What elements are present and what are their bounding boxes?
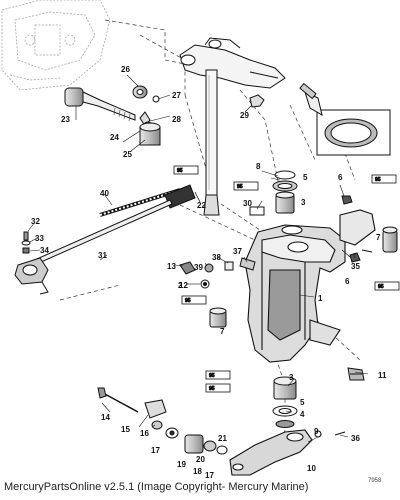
- swivel-bracket: [244, 209, 376, 363]
- callout-25: 25: [123, 150, 132, 159]
- lower-bolt-stack: [97, 387, 228, 455]
- grease-tube: 95: [173, 165, 199, 175]
- lower-yoke: [229, 429, 346, 476]
- callout-14: 14: [101, 413, 110, 422]
- grease-fitting: [341, 195, 353, 205]
- callout-9: 9: [314, 427, 319, 436]
- callout-5: 5: [300, 398, 305, 407]
- callout-29: 29: [240, 111, 249, 120]
- callout-16: 16: [140, 429, 149, 438]
- callout-21: 21: [218, 434, 227, 443]
- grease-tube-label: 95: [378, 284, 384, 290]
- callout-13: 13: [167, 262, 176, 271]
- callout-1: 1: [318, 294, 323, 303]
- callout-6: 6: [338, 173, 343, 182]
- bushing-right: [382, 226, 398, 253]
- grease-tube: 95: [205, 383, 231, 393]
- callout-24: 24: [110, 133, 119, 142]
- steering-link-rod: [14, 199, 173, 295]
- callout-22: 22: [197, 201, 206, 210]
- callout-40: 40: [100, 189, 109, 198]
- callout-34: 34: [40, 246, 49, 255]
- spring: [99, 184, 201, 217]
- callout-5: 5: [303, 173, 308, 182]
- callout-38: 38: [212, 253, 221, 262]
- grease-tube-label: 95: [375, 177, 381, 183]
- bolt-right: [347, 367, 365, 381]
- callout-31: 31: [98, 251, 107, 260]
- callout-7: 7: [220, 327, 225, 336]
- grease-tube-label: 95: [237, 184, 243, 190]
- steering-arm: [179, 37, 286, 89]
- callout-36: 36: [351, 434, 360, 443]
- callout-37: 37: [233, 247, 242, 256]
- callout-numbers: 1 2 3 3 4 5 5 6 6 7 7 8 9 10 11 12 13 14…: [31, 65, 387, 480]
- callout-6: 6: [345, 277, 350, 286]
- callout-39: 39: [194, 263, 203, 272]
- grease-tube: 95: [181, 295, 207, 305]
- washers-upper: [249, 170, 298, 216]
- callout-20: 20: [196, 455, 205, 464]
- leader-lines: [27, 74, 369, 443]
- callout-32: 32: [31, 217, 40, 226]
- callout-28: 28: [172, 115, 181, 124]
- copyright-footer: MercuryPartsOnline v2.5.1 (Image Copyrig…: [4, 481, 309, 493]
- drawing-number: 7958: [368, 478, 382, 484]
- callout-4: 4: [300, 410, 305, 419]
- lower-bushing-washer: [272, 376, 298, 417]
- callout-27: 27: [172, 91, 181, 100]
- callout-33: 33: [35, 234, 44, 243]
- callout-17: 17: [205, 471, 214, 480]
- callout-2: 2: [178, 281, 183, 290]
- bushing: [209, 307, 227, 328]
- callout-12: 12: [179, 281, 188, 290]
- callout-10: 10: [307, 464, 316, 473]
- callout-19: 19: [177, 460, 186, 469]
- callout-7: 7: [376, 233, 381, 242]
- cable-guide-assembly: [64, 85, 161, 146]
- bolt-and-washers-left: [21, 231, 31, 254]
- callout-30: 30: [243, 199, 252, 208]
- grease-tube: 95: [205, 370, 231, 380]
- grease-tubes: 95 95 95 95 95 95 95: [173, 165, 400, 393]
- swivel-shaft: [203, 69, 220, 216]
- grease-tube: 95: [374, 281, 400, 291]
- lower-washer: [275, 420, 295, 428]
- grease-tube: 95: [233, 181, 259, 191]
- callout-8: 8: [256, 162, 261, 171]
- engine-block-ghost: [1, 0, 111, 91]
- callout-17: 17: [151, 446, 160, 455]
- callout-15: 15: [121, 425, 130, 434]
- grease-tube: 95: [371, 174, 397, 184]
- grease-tube-label: 95: [185, 298, 191, 304]
- grease-tube-label: 95: [209, 373, 215, 379]
- callout-35: 35: [351, 262, 360, 271]
- callout-26: 26: [121, 65, 130, 74]
- grease-tube-label: 95: [177, 168, 183, 174]
- callout-11: 11: [378, 371, 387, 380]
- grease-tube-label: 95: [209, 386, 215, 392]
- callout-3: 3: [301, 198, 306, 207]
- seal-detail-inset: [299, 82, 391, 156]
- callout-18: 18: [193, 467, 202, 476]
- callout-23: 23: [61, 115, 70, 124]
- callout-3: 3: [289, 373, 294, 382]
